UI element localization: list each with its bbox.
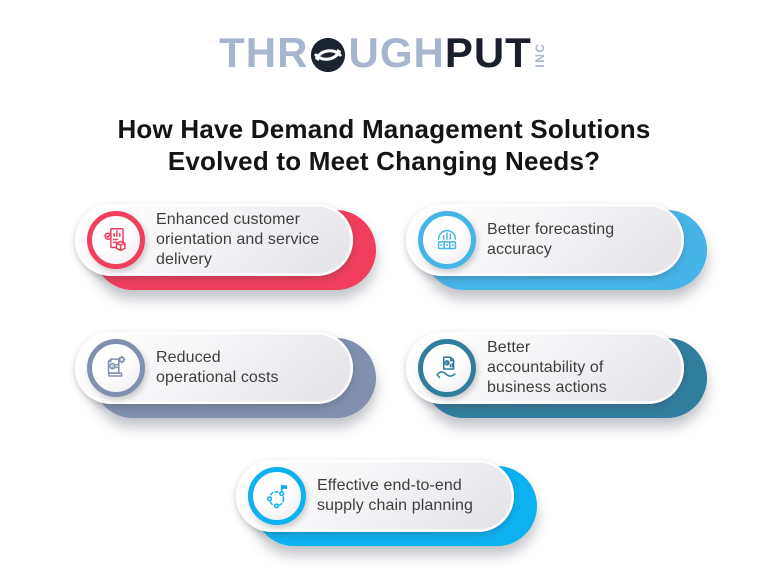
- card-face: Effective end-to-end supply chain planni…: [236, 460, 514, 532]
- forecasting-icon: [418, 211, 476, 269]
- operational-costs-icon: $: [87, 339, 145, 397]
- supply-chain-icon: [248, 467, 306, 525]
- card-face: Better forecasting accuracy: [406, 204, 684, 276]
- logo-text-inc: INC: [533, 42, 548, 68]
- card-reduced-operational-costs: $ Reduced operational costs: [75, 332, 376, 418]
- card-face: $ Reduced operational costs: [75, 332, 353, 404]
- card-label: Better forecasting accuracy: [487, 220, 615, 258]
- card-better-forecasting-accuracy: Better forecasting accuracy: [406, 204, 707, 290]
- service-delivery-icon: [87, 211, 145, 269]
- card-face: Enhanced customer orientation and servic…: [75, 204, 353, 276]
- card-effective-supply-chain-planning: Effective end-to-end supply chain planni…: [236, 460, 537, 546]
- accountability-icon: [418, 339, 476, 397]
- card-face: Better accountability of business action…: [406, 332, 684, 404]
- globe-icon: [311, 37, 346, 73]
- card-better-accountability: Better accountability of business action…: [406, 332, 707, 418]
- card-label: Enhanced customer orientation and servic…: [156, 210, 320, 269]
- card-label: Better accountability of business action…: [487, 338, 607, 397]
- logo-text-thr: THR: [219, 29, 309, 76]
- card-label: Effective end-to-end supply chain planni…: [317, 476, 473, 514]
- brand-logo: THR UGH PUT INC: [0, 32, 768, 74]
- logo-text-ugh: UGH: [348, 29, 445, 76]
- logo-text-put: PUT: [444, 29, 532, 76]
- svg-text:$: $: [111, 364, 114, 370]
- card-enhanced-customer-orientation: Enhanced customer orientation and servic…: [75, 204, 376, 290]
- page-title: How Have Demand Management Solutions Evo…: [117, 114, 651, 176]
- card-label: Reduced operational costs: [156, 348, 279, 386]
